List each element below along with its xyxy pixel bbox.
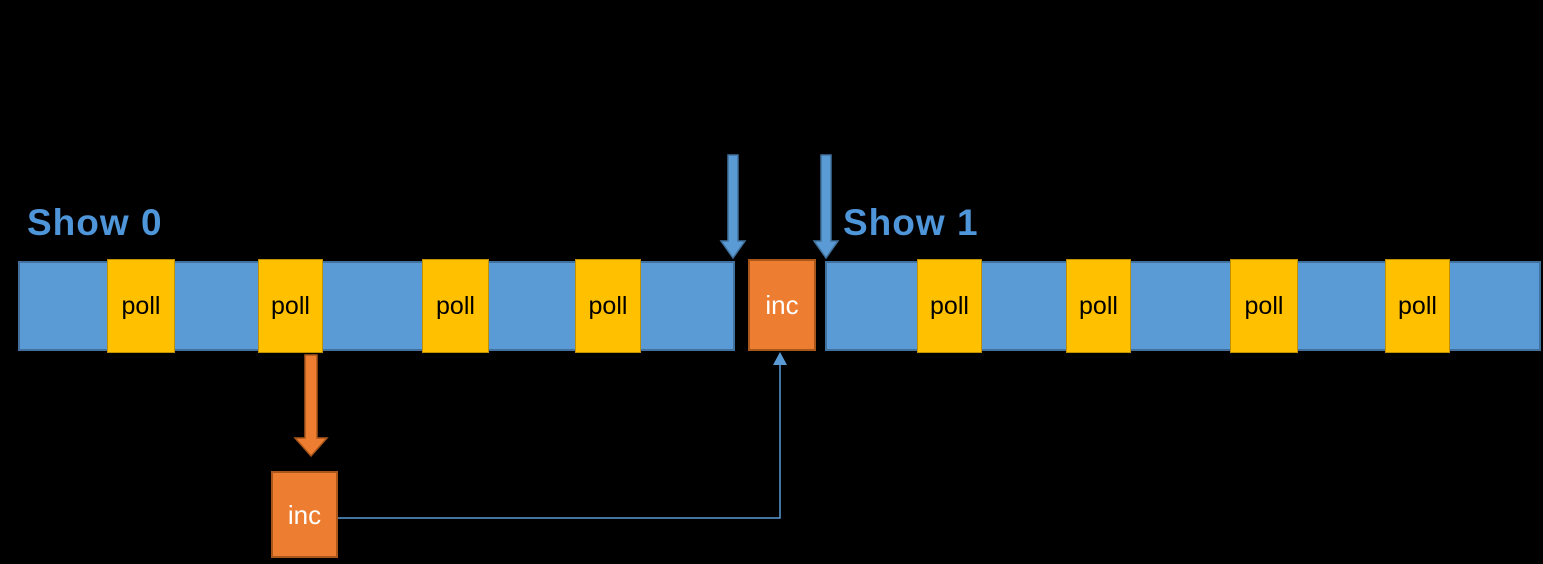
elbow-connector-line	[338, 362, 781, 519]
poll-segment-label: poll	[930, 291, 969, 320]
poll-segment-label: poll	[588, 291, 628, 320]
poll-segment-label: poll	[436, 291, 475, 320]
down-arrow-show0-end-icon	[719, 154, 747, 260]
poll-segment: poll	[575, 259, 641, 353]
show0-label: Show 0	[27, 202, 163, 243]
poll-segment-label: poll	[1244, 291, 1284, 320]
poll-segment-label: poll	[1398, 291, 1437, 320]
poll-segment: poll	[1066, 259, 1131, 353]
poll-segment: poll	[1230, 259, 1298, 353]
inc-callout-box: inc	[271, 471, 338, 558]
down-arrow-show1-start-icon	[812, 154, 840, 260]
poll-segment: poll	[107, 259, 175, 353]
poll-segment: poll	[1385, 259, 1450, 353]
poll-segment-label: poll	[271, 291, 310, 320]
poll-segment: poll	[422, 259, 489, 353]
poll-segment: poll	[258, 259, 323, 353]
inc-segment-label: inc	[765, 290, 799, 320]
poll-segment: poll	[917, 259, 982, 353]
poll-segment-label: poll	[1079, 291, 1118, 320]
inc-callout-label: inc	[287, 499, 322, 530]
poll-segment-label: poll	[121, 291, 161, 320]
down-arrow-poll-to-inc-icon	[293, 354, 329, 458]
elbow-connector-arrowhead-icon	[773, 352, 787, 365]
show1-label: Show 1	[843, 202, 979, 243]
inc-segment: inc	[748, 259, 816, 351]
